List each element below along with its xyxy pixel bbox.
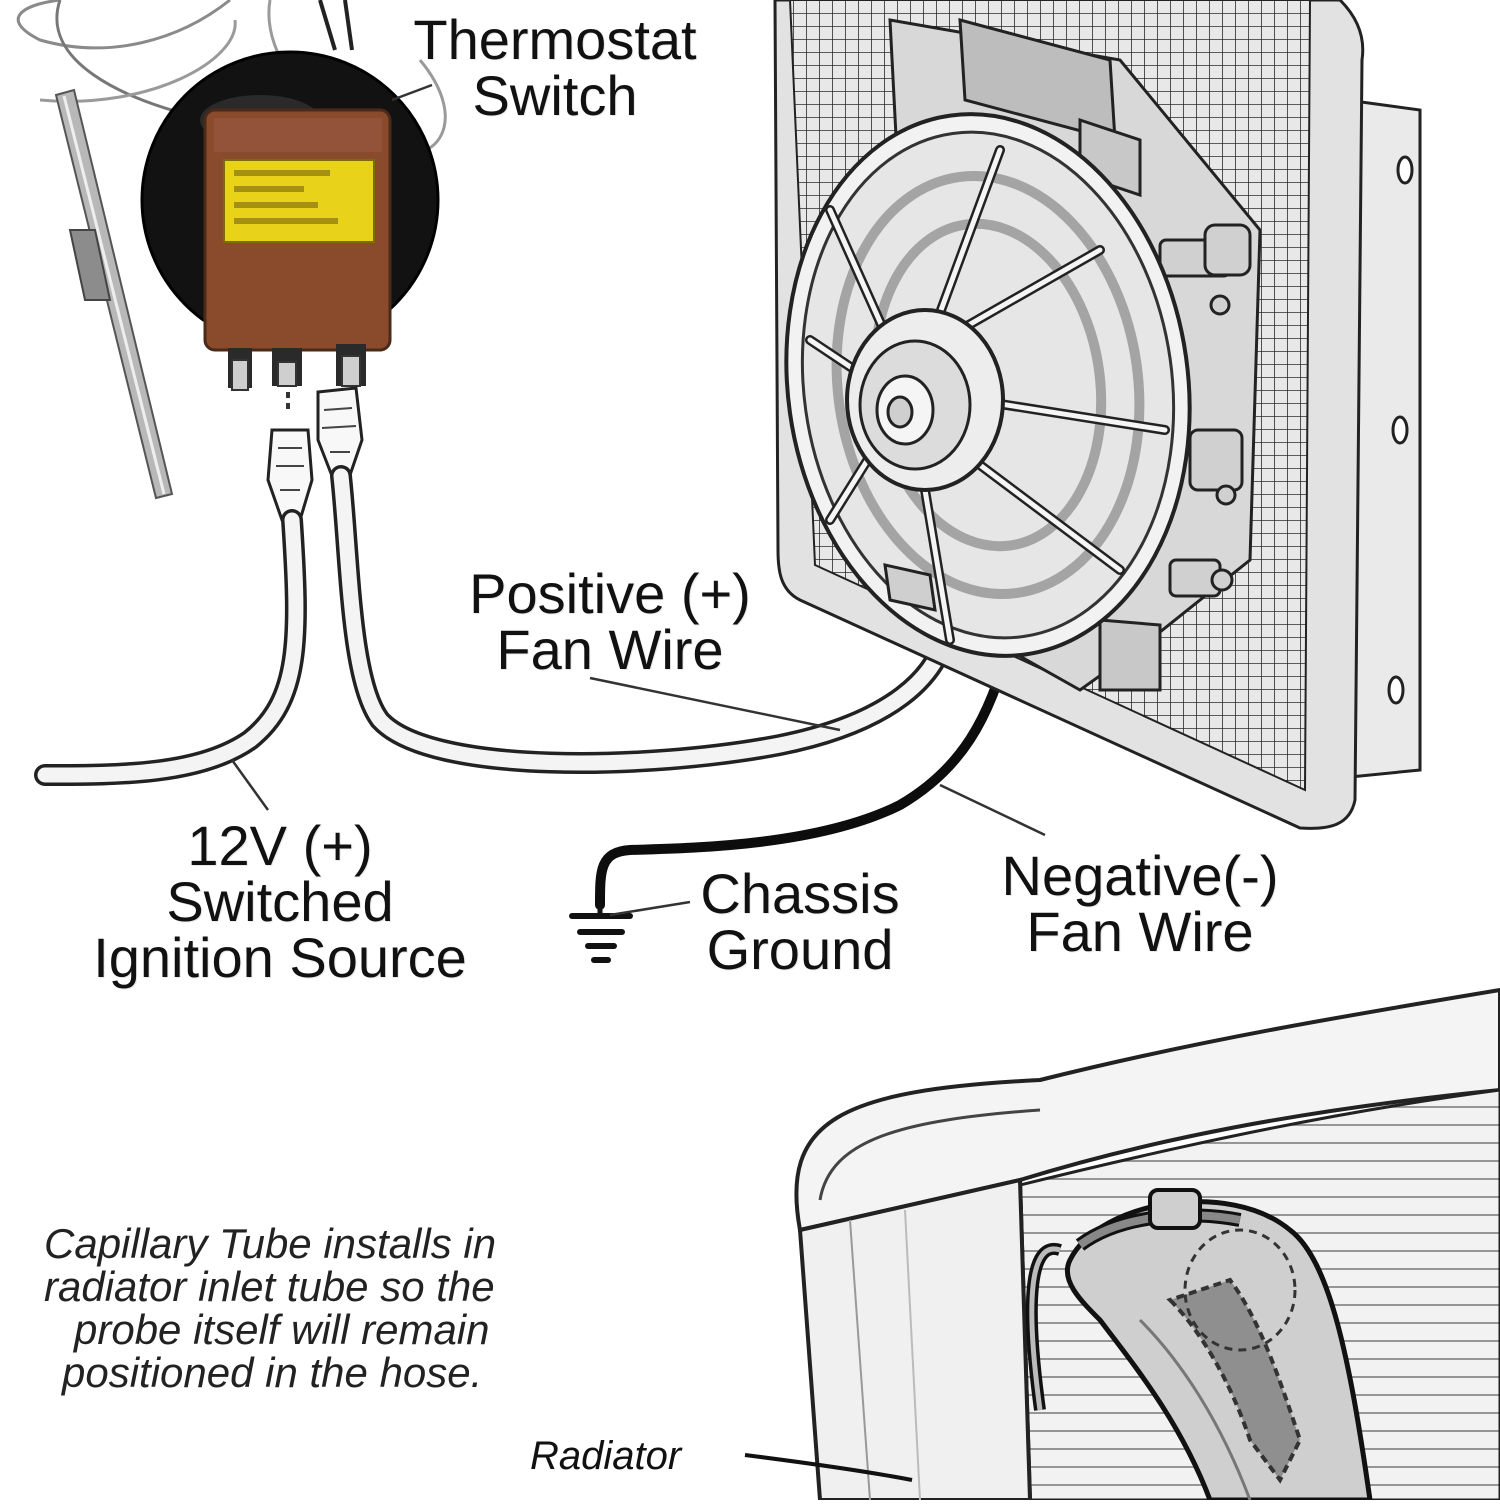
positive-fan-wire-label: Positive (+) Fan Wire xyxy=(435,566,785,678)
thermostat-switch-label: Thermostat Switch xyxy=(385,12,725,124)
capillary-tube-note: Capillary Tube installs in radiator inle… xyxy=(44,1222,684,1394)
spade-connector-icon xyxy=(228,344,366,391)
note-line: Capillary Tube installs in xyxy=(44,1220,497,1267)
label-line: 12V (+) xyxy=(187,814,373,877)
label-line: Positive (+) xyxy=(469,562,751,625)
radiator-label: Radiator xyxy=(530,1434,682,1478)
label-line: Switched xyxy=(166,870,394,933)
negative-fan-wire-label: Negative(-) Fan Wire xyxy=(975,848,1305,960)
radiator-inlet-illustration xyxy=(744,987,1500,1503)
ignition-source-label: 12V (+) Switched Ignition Source xyxy=(55,818,505,986)
label-line: Switch xyxy=(472,64,638,127)
label-line: Negative(-) xyxy=(1001,844,1279,907)
note-line: radiator inlet tube so the xyxy=(44,1263,495,1310)
label-line: Chassis xyxy=(700,862,900,925)
radiator-fan-assembly xyxy=(773,0,1422,830)
wires xyxy=(34,465,1015,910)
note-line: positioned in the hose. xyxy=(62,1349,483,1396)
label-line: Ground xyxy=(706,918,894,981)
label-line: Ignition Source xyxy=(93,926,467,989)
label-line: Thermostat xyxy=(413,8,697,71)
label-line: Fan Wire xyxy=(1026,900,1254,963)
leader-lines xyxy=(230,83,1046,917)
capillary-probe-icon xyxy=(16,0,447,500)
note-line: probe itself will remain xyxy=(74,1306,490,1353)
chassis-ground-label: Chassis Ground xyxy=(680,866,920,978)
wire-connectors xyxy=(266,386,364,522)
label-line: Fan Wire xyxy=(496,618,724,681)
thermostat-switch xyxy=(140,0,440,410)
chassis-ground-icon xyxy=(569,902,633,963)
